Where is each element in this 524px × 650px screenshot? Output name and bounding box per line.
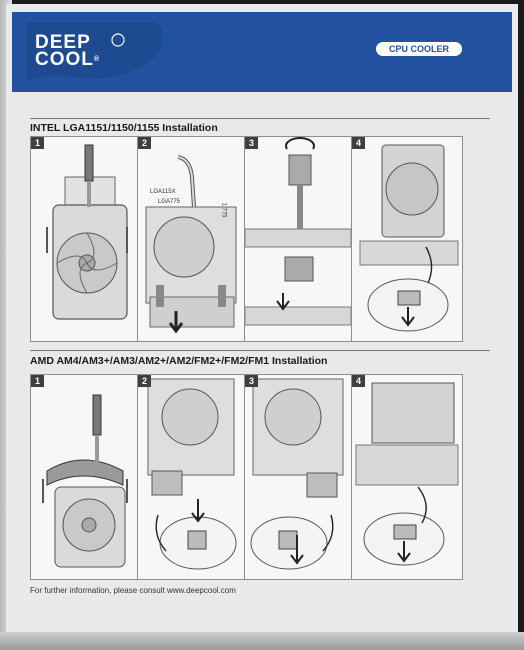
intel-section-title: INTEL LGA1151/1150/1155 Installation: [30, 122, 218, 134]
intel-step-3-illustration: [245, 137, 351, 326]
lga775-label: LGA775: [158, 199, 181, 205]
intel-step-3-panel: 3: [244, 136, 352, 342]
step-badge: 3: [245, 375, 258, 387]
amd-step-3-illustration: [250, 378, 344, 570]
intel-step-2-illustration: [145, 155, 237, 334]
amd-section-title: AMD AM4/AM3+/AM3/AM2+/AM2/FM2+/FM2/FM1 I…: [30, 355, 328, 367]
amd-step-2-panel: 2: [137, 374, 245, 580]
amd-step-4-panel: 4: [351, 374, 463, 580]
step-badge: 2: [138, 375, 151, 387]
amd-step-4-illustration: [355, 382, 459, 566]
intel-step-1-illustration: [46, 144, 128, 320]
amd-step-3-panel: 3: [244, 374, 352, 580]
step-badge: 2: [138, 137, 151, 149]
step-badge: 4: [352, 375, 365, 387]
step-badge: 1: [31, 137, 44, 149]
footer-info-text: For further information, please consult …: [30, 586, 236, 595]
brand-logo: DEEP COOL®: [35, 32, 135, 70]
step-badge: 3: [245, 137, 258, 149]
amd-step-2-illustration: [147, 378, 237, 570]
logo-swoosh: [18, 18, 172, 86]
registered-mark: ®: [93, 56, 101, 63]
intel-section-rule: [30, 118, 490, 119]
intel-step-2-panel: LGA115X LGA775 1 775 2: [137, 136, 245, 342]
step-badge: 4: [352, 137, 365, 149]
intel-step-4-panel: 4: [351, 136, 463, 342]
amd-step-1-illustration: [42, 394, 128, 568]
box-bottom-edge: [0, 632, 524, 650]
lga115x-label: LGA115X: [150, 189, 176, 195]
product-type-badge: CPU COOLER: [376, 42, 462, 56]
brand-line-1: DEEP: [35, 32, 91, 53]
intel-step-1-panel: 1: [30, 136, 138, 342]
socket-marker-label: 1 775: [220, 202, 227, 218]
amd-step-1-panel: 1: [30, 374, 138, 580]
brand-line-2: COOL: [35, 49, 94, 70]
step-badge: 1: [31, 375, 44, 387]
intel-step-4-illustration: [359, 144, 459, 332]
amd-section-rule: [30, 350, 490, 351]
